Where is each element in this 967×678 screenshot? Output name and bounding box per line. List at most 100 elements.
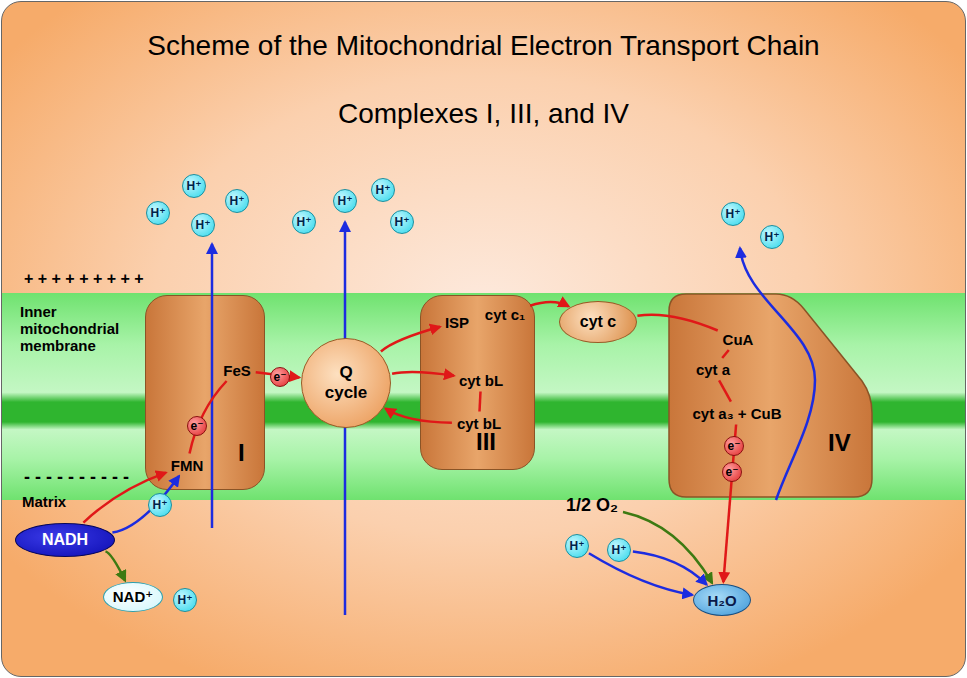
proton-circle-text: H⁺ [146,201,170,225]
nad-ellipse-text: NAD⁺ [113,588,153,606]
flow-arrow [633,552,707,585]
cofactor-label-text: cyt c₁ [482,305,528,324]
nad-ellipse: NAD⁺ [103,582,163,612]
charge-sign: + + + + + + + + + [24,270,144,288]
region-label-box: Matrix [22,493,66,510]
cofactor-label: cyt a [693,360,733,379]
complex-box: IV CuA cyt a cyt a₃ + CuB e⁻ e⁻ [668,293,873,498]
cofactor-label-text: CuA [720,330,757,349]
cofactor-label: CuA [720,330,757,349]
flow-arrow [392,372,454,376]
complex-box-text: IV [828,429,851,457]
proton-circle-text: H⁺ [390,210,414,234]
proton-circle-text: H⁺ [191,213,215,237]
cofactor-label: ISP [442,313,472,332]
cofactor-label-text: cyt bL [456,371,506,390]
cofactor-label: cyt bL [454,414,504,433]
region-label: Inner mitochondrial membrane [20,303,138,354]
electron-circle: e⁻ [722,462,742,482]
electron-circle: e⁻ [270,367,290,387]
cofactor-label-text: ISP [442,313,472,332]
proton-circle-text: H⁺ [333,189,357,213]
title: Scheme of the Mitochondrial Electron Tra… [0,30,967,62]
proton-circle-text: H⁺ [225,189,249,213]
complex-box-text: I [238,439,245,467]
proton-circle: H⁺ [333,189,357,213]
subtitle-box: Complexes I, III, and IV [0,98,967,130]
q-cycle-circle: Q cycle [301,338,391,428]
proton-circle: H⁺ [148,493,172,517]
water-ellipse: H₂O [693,584,751,616]
proton-circle-text: H⁺ [292,210,316,234]
charge-sign-box: - - - - - - - - - - [24,467,129,488]
proton-circle: H⁺ [390,210,414,234]
cofactor-label: FeS [220,361,254,380]
flow-arrow [722,350,729,358]
proton-pump-arrow [740,248,815,500]
cytochrome-c-ellipse-text: cyt c [580,313,616,331]
proton-circle-text: H⁺ [173,588,197,612]
flow-arrow [530,302,569,306]
cytochrome-c-ellipse: cyt c [559,301,637,343]
region-label-box: Inner mitochondrial membrane [20,303,138,354]
flow-arrow [723,425,736,583]
complex-shape [669,294,872,497]
electron-circle: e⁻ [187,416,207,436]
oxygen-label: 1/2 O₂ [563,494,621,517]
proton-circle-text: H⁺ [565,534,589,558]
flow-arrow [381,327,440,352]
electron-circle-text: e⁻ [270,367,290,387]
q-cycle-circle-text: Q cycle [319,363,373,402]
proton-circle-text: H⁺ [607,538,631,562]
proton-circle: H⁺ [760,225,784,249]
proton-circle: H⁺ [607,538,631,562]
proton-circle-text: H⁺ [148,493,172,517]
cofactor-label-text: cyt a [693,360,733,379]
cofactor-label: cyt a₃ + CuB [689,404,784,423]
electron-circle-text: e⁻ [722,462,742,482]
complex-box: I FMN FeS e⁻ [145,295,265,490]
proton-circle-text: H⁺ [721,202,745,226]
flow-arrow [719,380,731,401]
proton-circle-text: H⁺ [182,174,206,198]
proton-circle: H⁺ [225,189,249,213]
cofactor-label: FMN [168,456,207,475]
title-box: Scheme of the Mitochondrial Electron Tra… [0,30,967,62]
region-label: Matrix [22,493,66,510]
proton-circle: H⁺ [173,588,197,612]
proton-pump-arrow [211,244,214,528]
cofactor-label-text: cyt bL [454,414,504,433]
proton-circle: H⁺ [146,201,170,225]
nadh-ellipse-text: NADH [42,531,88,549]
proton-circle: H⁺ [371,178,395,202]
proton-circle: H⁺ [191,213,215,237]
flow-arrow [386,409,452,423]
charge-sign: - - - - - - - - - - [24,467,129,488]
proton-circle: H⁺ [292,210,316,234]
nadh-ellipse: NADH [15,523,115,557]
flow-arrow [623,512,712,583]
cofactor-label-text: FeS [220,361,254,380]
flow-arrow [589,553,692,595]
flow-arrow [637,315,717,331]
cofactor-label-text: cyt a₃ + CuB [689,404,784,423]
water-ellipse-text: H₂O [707,592,736,609]
proton-circle: H⁺ [565,534,589,558]
cofactor-label: cyt bL [456,371,506,390]
cofactor-label-text: FMN [168,456,207,475]
flow-arrow [112,476,179,532]
electron-circle-text: e⁻ [724,436,744,456]
subtitle: Complexes I, III, and IV [0,98,967,130]
charge-sign-box: + + + + + + + + + [24,270,144,288]
complex-box: IIIISPcyt c₁cyt bLcyt bL [420,295,535,470]
flow-arrow [106,551,126,580]
flow-arrow [190,381,227,454]
proton-circle-text: H⁺ [371,178,395,202]
proton-circle-text: H⁺ [760,225,784,249]
proton-circle: H⁺ [182,174,206,198]
electron-circle-text: e⁻ [187,416,207,436]
cofactor-label: cyt c₁ [482,305,528,324]
proton-circle: H⁺ [721,202,745,226]
electron-circle: e⁻ [724,436,744,456]
